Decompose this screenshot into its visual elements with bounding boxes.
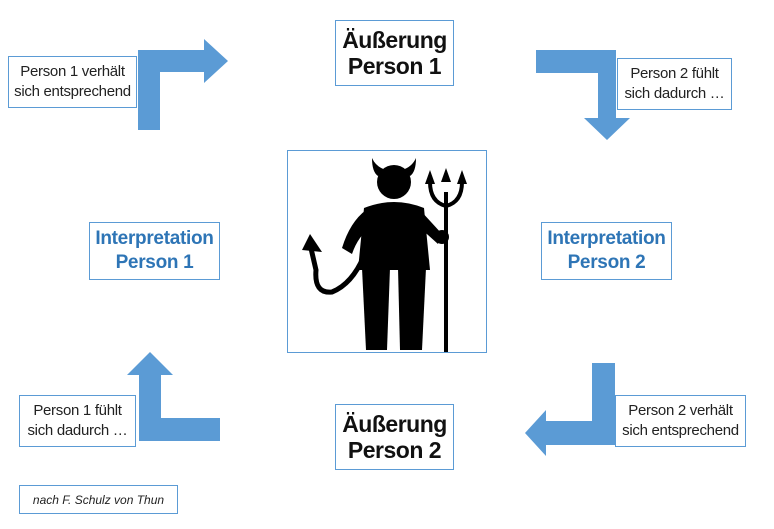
- node-person-2-fuehlt: Person 2 fühlt sich dadurch …: [617, 58, 732, 110]
- center-image-box: [287, 150, 487, 353]
- node-line-2: Person 1: [115, 252, 194, 273]
- node-aeusserung-person-1: Äußerung Person 1: [335, 20, 454, 86]
- arrow-bottom-right: [525, 363, 615, 456]
- node-person-2-verhaelt: Person 2 verhält sich entsprechend: [615, 395, 746, 447]
- node-line-1: Äußerung: [342, 411, 447, 437]
- arrow-top-left: [138, 39, 228, 130]
- node-line-2: Person 2: [567, 252, 646, 273]
- node-line-2: sich dadurch …: [27, 422, 128, 439]
- node-line-2: Person 1: [347, 53, 442, 79]
- arrow-top-right: [536, 50, 630, 140]
- arrow-bottom-left: [127, 352, 220, 441]
- node-aeusserung-person-2: Äußerung Person 2: [335, 404, 454, 470]
- node-line-1: Interpretation: [547, 228, 666, 249]
- devil-with-trident-icon: [302, 157, 467, 352]
- node-line-1: Person 1 fühlt: [33, 402, 122, 419]
- node-line-2: sich entsprechend: [14, 83, 131, 100]
- node-line-1: Person 2 verhält: [628, 402, 733, 419]
- node-line-2: sich entsprechend: [622, 422, 739, 439]
- node-interpretation-person-2: Interpretation Person 2: [541, 222, 672, 280]
- node-line-1: Äußerung: [342, 27, 447, 53]
- node-line-1: Person 2 fühlt: [630, 65, 719, 82]
- credit-box: nach F. Schulz von Thun: [19, 485, 178, 514]
- credit-text: nach F. Schulz von Thun: [32, 492, 165, 507]
- node-line-2: sich dadurch …: [624, 85, 725, 102]
- node-line-2: Person 2: [347, 437, 442, 463]
- node-line-1: Person 1 verhält: [20, 63, 125, 80]
- node-person-1-verhaelt: Person 1 verhält sich entsprechend: [8, 56, 137, 108]
- node-interpretation-person-1: Interpretation Person 1: [89, 222, 220, 280]
- node-person-1-fuehlt: Person 1 fühlt sich dadurch …: [19, 395, 136, 447]
- node-line-1: Interpretation: [95, 228, 214, 249]
